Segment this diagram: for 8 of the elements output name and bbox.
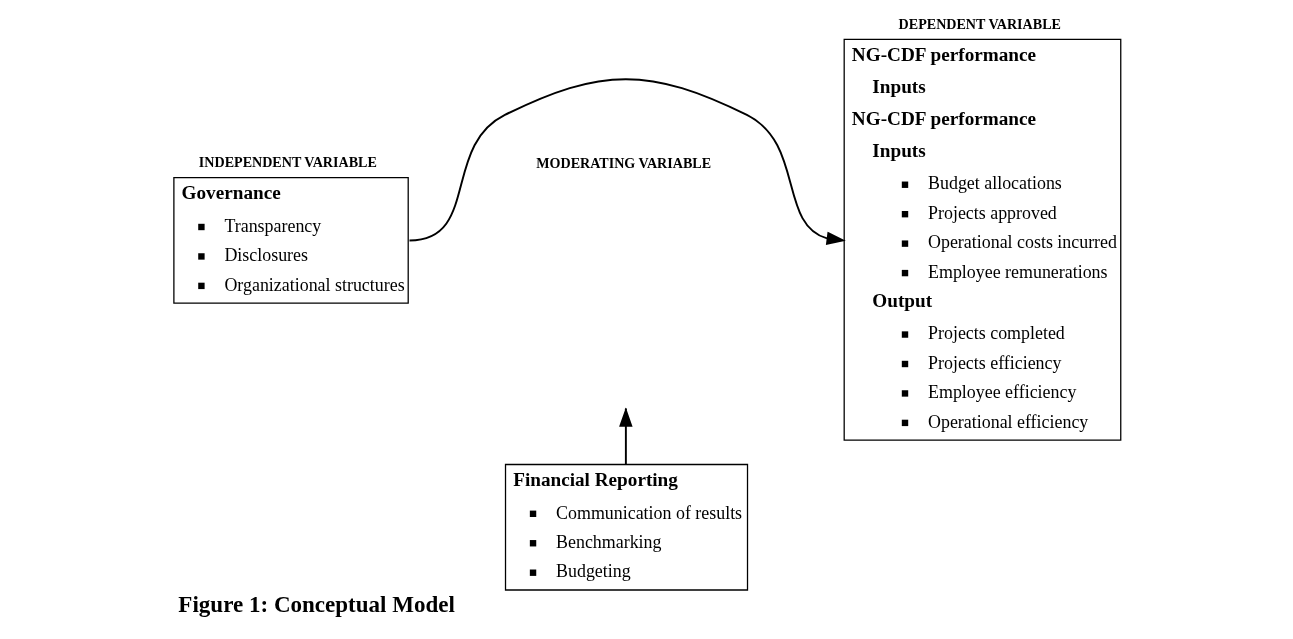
node-box: NG-CDF performance Inputs NG-CDF performance Inputs Budget allocations Projects approved Operational costs incurred Employee remunerations Output Projects completed Projects efficiency Employee efficiency Operational efficiency: [843, 38, 1121, 441]
caption: Figure 1: Conceptual Model: [177, 591, 455, 618]
node-label: DEPENDENT VARIABLE: [898, 15, 1061, 32]
arrow: [408, 78, 846, 246]
node-box: Financial Reporting Communication of results Benchmarking Budgeting: [504, 463, 748, 591]
node-box: Governance Transparency Disclosures Organizational structures: [172, 177, 409, 304]
node-label: INDEPENDENT VARIABLE: [198, 154, 377, 171]
label: MODERATING VARIABLE: [535, 155, 711, 172]
